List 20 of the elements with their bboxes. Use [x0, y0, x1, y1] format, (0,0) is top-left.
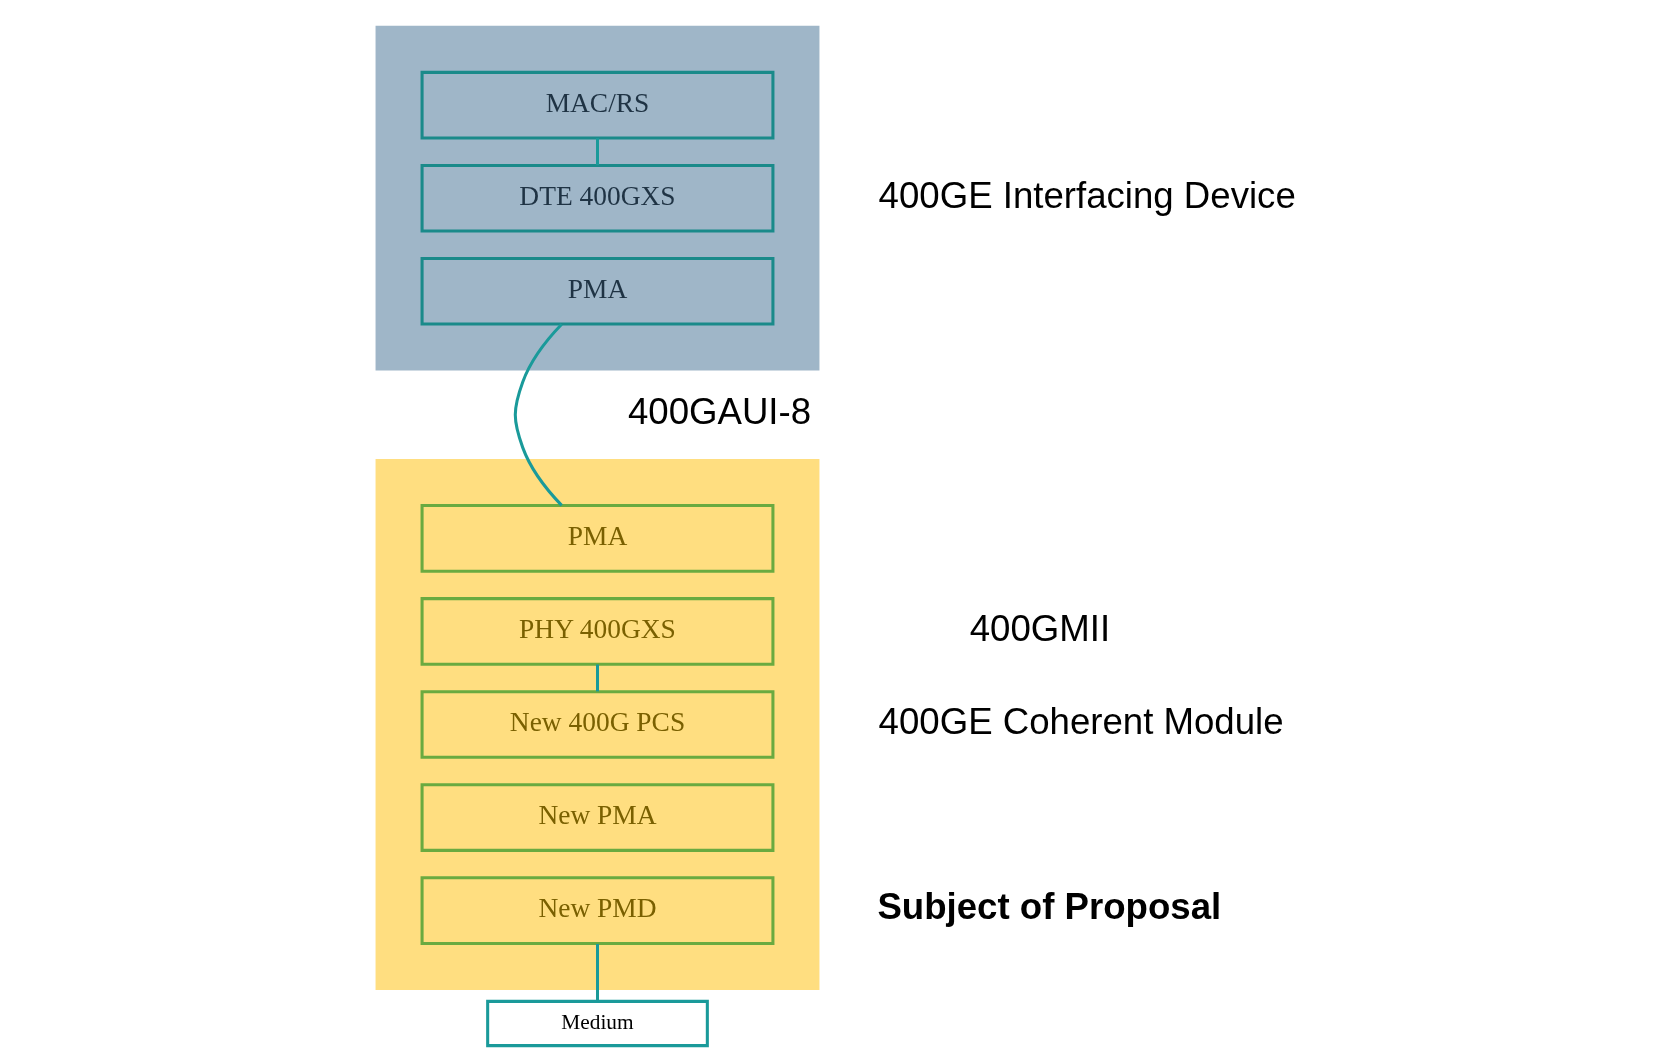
label: 400GAUI-8: [627, 391, 812, 433]
node-box: Medium: [486, 999, 709, 1048]
node-box: PHY 400GXS: [420, 597, 775, 666]
connector: [595, 138, 600, 166]
label: 400GE Interfacing Device: [878, 174, 1296, 216]
node-box: PMA: [420, 256, 775, 326]
node-box: DTE 400GXS: [420, 163, 775, 233]
node-box: New PMA: [420, 783, 775, 852]
connector: [513, 323, 563, 507]
connector: [595, 943, 600, 1002]
node-box: New 400G PCS: [420, 690, 775, 759]
label: 400GMII: [969, 607, 1111, 649]
label: Subject of Proposal: [877, 885, 1222, 927]
label: 400GE Coherent Module: [878, 700, 1284, 742]
cluster: [375, 25, 820, 371]
node-box: PMA: [420, 504, 775, 573]
node-box: MAC/RS: [420, 70, 775, 140]
node-box: New PMD: [420, 876, 775, 945]
cluster: [375, 459, 820, 990]
connector: [595, 664, 600, 692]
